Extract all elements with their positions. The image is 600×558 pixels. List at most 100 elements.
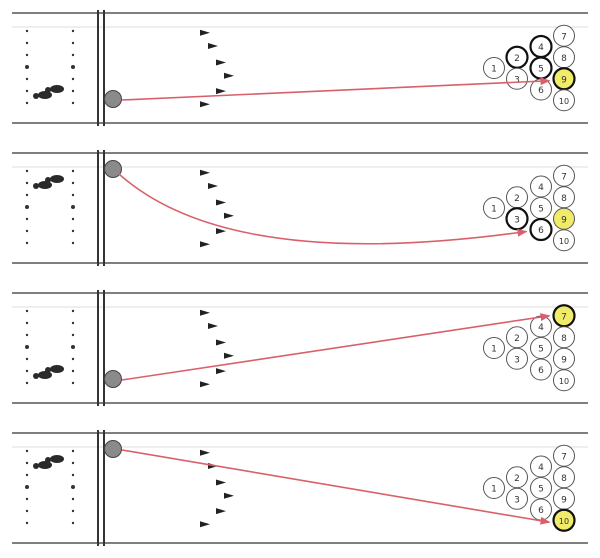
- approach-dot: [71, 381, 75, 385]
- pin-circle-icon: 1: [483, 57, 505, 79]
- approach-dot: [25, 357, 29, 361]
- lane-arrow-icon: [216, 59, 226, 66]
- approach-dot: [71, 309, 75, 313]
- pin-number: 1: [491, 485, 497, 495]
- lane-arrow-icon: [200, 381, 210, 388]
- pin-circle-icon: 5: [530, 337, 552, 359]
- approach-dot: [25, 217, 29, 221]
- approach-dot: [71, 241, 75, 245]
- approach-dot: [25, 77, 29, 81]
- pin-outline: [506, 347, 528, 370]
- pin-outline: [506, 487, 528, 510]
- bowling-ball-icon: [104, 440, 122, 458]
- approach-dot: [25, 345, 29, 349]
- pin-number: 5: [538, 65, 544, 75]
- approach-dot: [25, 381, 29, 385]
- pin-circle-icon: 1: [483, 337, 505, 359]
- approach-dot: [25, 181, 29, 185]
- approach-dot: [25, 521, 29, 525]
- pin-circle-icon: 1: [483, 477, 505, 499]
- ball-trajectory-arrow: [121, 313, 551, 381]
- foot-right: [50, 455, 64, 463]
- pin-number: 2: [514, 54, 520, 64]
- pin-number: 1: [491, 65, 497, 75]
- heel-right: [45, 457, 51, 463]
- bowling-ball-icon: [104, 160, 122, 178]
- pin-circle-icon: 8: [553, 326, 575, 349]
- ball-trajectory-arrow: [121, 449, 551, 525]
- lane-arrow-icon: [208, 183, 218, 189]
- pin-number: 7: [561, 452, 567, 462]
- heel-left: [33, 373, 39, 379]
- pin-circle-icon: 6: [529, 217, 553, 242]
- approach-dot: [71, 89, 75, 93]
- approach-dot: [71, 449, 75, 453]
- approach-dot: [71, 473, 75, 477]
- lane-arrow-icon: [200, 169, 210, 176]
- approach-dot: [71, 321, 75, 325]
- pin-circle-icon: 5: [530, 197, 552, 219]
- pin-outline: [505, 207, 529, 231]
- pin-outline: [553, 89, 575, 112]
- pin-outline: [552, 508, 576, 532]
- pin-circle-icon: 9: [553, 487, 575, 510]
- approach-dot: [71, 357, 75, 361]
- foot-left: [38, 181, 52, 189]
- lane-arrow-icon: [200, 29, 210, 36]
- approach-dot: [25, 205, 29, 209]
- lane-arrow-icon: [200, 241, 210, 248]
- approach-dot: [71, 205, 75, 209]
- pin-outline: [506, 67, 528, 90]
- pin-number: 10: [559, 237, 569, 246]
- approach-dot: [25, 309, 29, 313]
- pin-circle-icon: 4: [530, 175, 552, 198]
- pin-number: 6: [538, 86, 544, 96]
- pin-number: 6: [538, 506, 544, 516]
- pin-circle-icon: 2: [505, 45, 529, 69]
- lane-arrow-icon: [216, 339, 226, 346]
- pin-number: 3: [514, 215, 520, 225]
- pin-circle-icon: 9: [553, 207, 575, 230]
- pin-number: 9: [561, 75, 567, 85]
- footprints-icon: [33, 455, 64, 469]
- approach-dot: [71, 461, 75, 465]
- pin-circle-icon: 3: [505, 207, 529, 231]
- ball-trajectory-arrow: [118, 173, 528, 245]
- approach-dot: [71, 217, 75, 221]
- approach-dot: [25, 169, 29, 173]
- lane-arrow-icon: [216, 199, 226, 206]
- pin-number: 7: [561, 32, 567, 42]
- pin-number: 9: [561, 215, 567, 225]
- approach-dot: [25, 509, 29, 513]
- pin-number: 10: [559, 377, 569, 386]
- heel-left: [33, 183, 39, 189]
- approach-dot: [71, 333, 75, 337]
- approach-dot: [71, 521, 75, 525]
- pin-circle-icon: 5: [530, 477, 552, 499]
- pin-number: 5: [538, 485, 544, 495]
- lane-arrow-icon: [200, 449, 210, 456]
- pin-number: 2: [514, 474, 520, 484]
- approach-dot: [25, 449, 29, 453]
- pin-circle-icon: 7: [553, 164, 575, 187]
- approach-dot: [25, 229, 29, 233]
- pin-number: 3: [514, 355, 520, 365]
- approach-dot: [71, 41, 75, 45]
- approach-dot: [25, 193, 29, 197]
- approach-dot: [25, 241, 29, 245]
- approach-dot: [71, 53, 75, 57]
- bowling-ball-icon: [104, 370, 122, 388]
- lane-arrow-icon: [224, 72, 234, 79]
- approach-dot: [71, 497, 75, 501]
- pin-number: 1: [491, 345, 497, 355]
- pin-circle-icon: 10: [552, 508, 576, 532]
- foot-right: [50, 85, 64, 93]
- pin-number: 3: [514, 75, 520, 85]
- pin-number: 8: [561, 54, 567, 64]
- heel-right: [45, 87, 51, 93]
